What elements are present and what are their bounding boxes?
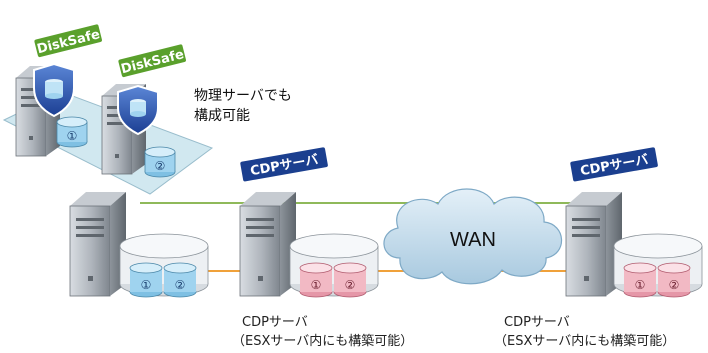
note-line-1: 物理サーバでも [194, 88, 292, 104]
cdp-tag-right [570, 147, 658, 182]
storage-array-center [289, 233, 379, 298]
disksafe-tag-2 [118, 44, 186, 78]
cdp-caption-center: CDPサーバ （ESXサーバ内にも構築可能） [232, 313, 413, 351]
center-disk-1-label: ① [311, 278, 322, 292]
shield-icon [33, 62, 75, 118]
cdp-caption-right-line-2: （ESXサーバ内にも構築可能） [494, 334, 676, 349]
center-disk-2-label: ② [345, 278, 356, 292]
disksafe-tag-1 [34, 24, 102, 58]
right-disk-1-label: ① [635, 278, 646, 292]
storage-array-right [613, 233, 703, 298]
cdp-caption-center-line-2: （ESXサーバ内にも構築可能） [232, 334, 414, 349]
disk-2-local [144, 146, 176, 178]
left-disk-1-label: ① [141, 278, 152, 292]
cdp-server-right [565, 192, 622, 297]
cdp-server-center [239, 192, 296, 297]
cdp-tag-center [240, 147, 328, 182]
disk-2-local-label: ② [155, 159, 166, 173]
disk-1-local [56, 116, 88, 148]
left-disk-2-label: ② [175, 278, 186, 292]
storage-array-left [119, 233, 209, 298]
disk-1-local-label: ① [67, 129, 78, 143]
physical-server-note: 物理サーバでも 構成可能 [194, 86, 292, 126]
right-disk-2-label: ② [669, 278, 680, 292]
storage-server-left [69, 192, 126, 297]
wan-cloud [383, 188, 563, 285]
wan-label: WAN [450, 229, 496, 251]
shield-icon [117, 84, 159, 136]
note-line-2: 構成可能 [194, 108, 250, 124]
cdp-caption-right: CDPサーバ （ESXサーバ内にも構築可能） [494, 313, 675, 351]
cdp-caption-center-line-1: CDPサーバ [242, 315, 308, 330]
cdp-caption-right-line-1: CDPサーバ [504, 315, 570, 330]
